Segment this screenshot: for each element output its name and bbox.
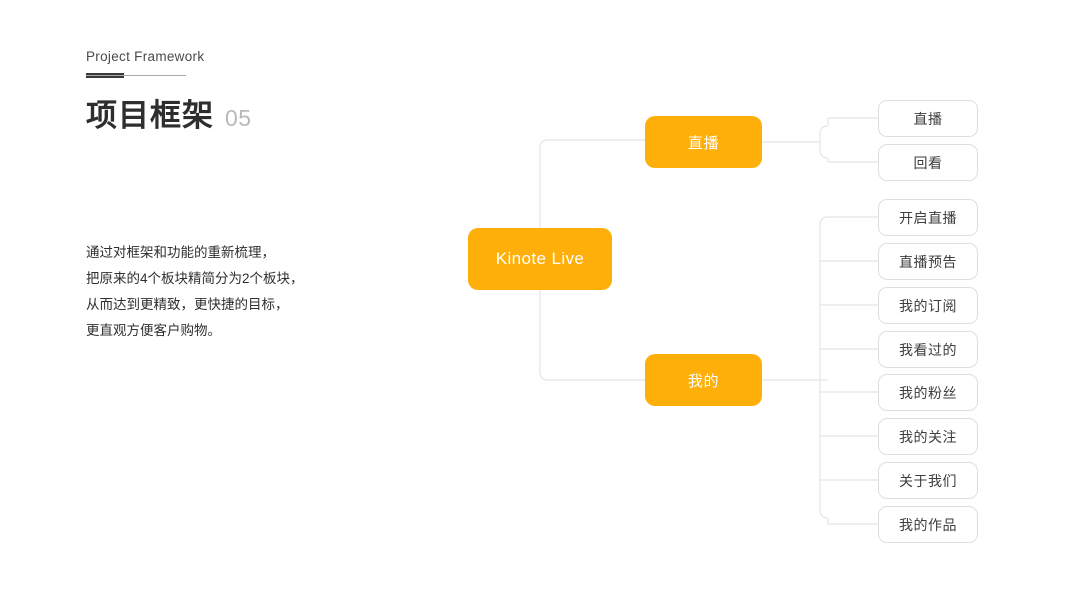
body-line: 把原来的4个板块精简分为2个板块， — [86, 271, 304, 286]
mindmap-branch-live[interactable]: 直播 — [645, 116, 762, 168]
slide-header: Project Framework 项目框架 05 — [86, 50, 416, 133]
title-rule — [86, 72, 186, 78]
mindmap-root-node[interactable]: Kinote Live — [468, 228, 612, 290]
mindmap-leaf-live-1[interactable]: 回看 — [878, 144, 978, 181]
connector-root-to-live — [539, 139, 645, 228]
mindmap-leaf-mine-4[interactable]: 我的粉丝 — [878, 374, 978, 411]
mindmap-branch-mine[interactable]: 我的 — [645, 354, 762, 406]
body-line: 从而达到更精致，更快捷的目标， — [86, 297, 289, 312]
mindmap-leaf-mine-7[interactable]: 我的作品 — [878, 506, 978, 543]
page-title-text: 项目框架 — [86, 97, 214, 133]
mindmap-leaf-live-0[interactable]: 直播 — [878, 100, 978, 137]
page-title: 项目框架 05 — [86, 98, 416, 134]
eyebrow-label: Project Framework — [86, 49, 205, 64]
title-rule-thin — [86, 74, 186, 76]
body-line: 通过对框架和功能的重新梳理， — [86, 245, 275, 260]
body-paragraph: 通过对框架和功能的重新梳理， 把原来的4个板块精简分为2个板块， 从而达到更精致… — [86, 240, 416, 344]
connector-live-bracket — [819, 125, 829, 159]
connector-root-to-mine — [539, 290, 645, 381]
mindmap-leaf-mine-5[interactable]: 我的关注 — [878, 418, 978, 455]
body-line: 更直观方便客户购物。 — [86, 323, 221, 338]
mindmap-leaf-mine-3[interactable]: 我看过的 — [878, 331, 978, 368]
mindmap-leaf-mine-1[interactable]: 直播预告 — [878, 243, 978, 280]
connector-mine-bracket — [819, 216, 829, 519]
mindmap-leaf-mine-6[interactable]: 关于我们 — [878, 462, 978, 499]
mindmap-leaf-mine-0[interactable]: 开启直播 — [878, 199, 978, 236]
page-number: 05 — [225, 104, 252, 131]
mindmap-leaf-mine-2[interactable]: 我的订阅 — [878, 287, 978, 324]
